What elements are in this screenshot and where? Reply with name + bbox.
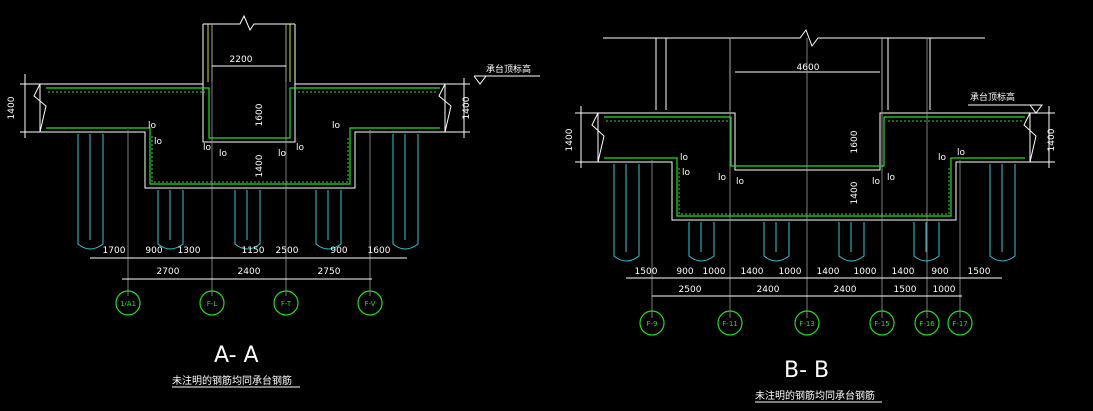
- section-b-dim1-1: 900: [676, 267, 693, 277]
- section-a-dim1-2: 1300: [178, 246, 201, 256]
- section-a-title: A- A: [214, 343, 259, 368]
- section-b-lo-3: lo: [718, 173, 727, 183]
- section-b-elevation-mark: [968, 104, 1043, 114]
- section-b-axis-4: F-16: [919, 320, 935, 328]
- section-b-vert-pit2: 1400: [850, 181, 860, 204]
- section-a-lo-4: lo: [219, 149, 228, 159]
- section-b-lo-7: lo: [938, 153, 947, 163]
- section-b-title: B- B: [784, 358, 829, 383]
- section-b-axis-bubbles: [639, 310, 973, 336]
- section-a-pilecap-outline: [20, 74, 470, 189]
- section-b-dim1-9: 1500: [968, 267, 991, 277]
- section-a-top-dim: 2200: [230, 55, 253, 65]
- section-a-column: [202, 14, 296, 84]
- section-b-pilecap-outline: [575, 71, 1055, 221]
- section-a-dim1-3: 1150: [242, 246, 265, 256]
- section-b-dim2-4: 1000: [933, 285, 956, 295]
- section-b-note: 未注明的钢筋均同承台钢筋: [755, 389, 875, 402]
- section-a-dim1-4: 2500: [276, 246, 299, 256]
- section-b-dim2-2: 2400: [834, 285, 857, 295]
- section-b-drawing: [575, 28, 1055, 336]
- section-b-vert-right: 1400: [1047, 128, 1057, 151]
- section-a-vert-pit2: 1400: [255, 154, 265, 177]
- section-b-dim1-3: 1400: [741, 267, 764, 277]
- section-b-lo-6: lo: [887, 173, 896, 183]
- section-b-dim2-1: 2400: [757, 285, 780, 295]
- section-b-dim1-5: 1400: [817, 267, 840, 277]
- section-a-elevation-mark: [473, 75, 540, 85]
- section-b-lo-5: lo: [872, 177, 881, 187]
- section-b-dim1-0: 1500: [635, 267, 658, 277]
- section-a-vert-pit1: 1600: [255, 103, 265, 126]
- section-a-vert-left: 1400: [7, 96, 17, 119]
- section-a-dim2-0: 2700: [157, 267, 180, 277]
- section-b-lo-1: lo: [680, 153, 689, 163]
- section-a-axis-bubbles: [115, 290, 383, 316]
- section-a-note: 未注明的钢筋均同承台钢筋: [172, 374, 292, 387]
- section-b-top-dim: 4600: [797, 63, 820, 73]
- section-a-vert-right: 1400: [462, 96, 472, 119]
- section-b-lo-8: lo: [957, 148, 966, 158]
- section-a-piles: [77, 134, 419, 250]
- section-a-gridlines: [127, 24, 371, 296]
- section-b-rebar: [604, 116, 1025, 217]
- section-b-dim2-3: 1500: [894, 285, 917, 295]
- section-b-axis-0: F-9: [646, 320, 657, 328]
- section-b-gridlines: [651, 38, 961, 318]
- section-b-dim1-2: 1000: [703, 267, 726, 277]
- section-b-vert-left: 1400: [565, 128, 575, 151]
- section-b-axis-1: F-11: [722, 320, 737, 328]
- section-a-axis-0: 1/A1: [120, 300, 136, 308]
- section-b-lo-4: lo: [736, 177, 745, 187]
- section-a-dim1-6: 1600: [368, 246, 391, 256]
- section-a-lo-7: lo: [332, 121, 341, 131]
- section-a-lo-3: lo: [203, 143, 212, 153]
- section-a-lo-2: lo: [154, 137, 163, 147]
- section-b-dim2-0: 2500: [679, 285, 702, 295]
- section-a-axis-3: F-V: [365, 300, 376, 308]
- section-a-dimension-lines: [90, 65, 407, 280]
- section-a-axis-2: F-T: [281, 300, 292, 308]
- section-b-piles: [613, 164, 1016, 262]
- section-a-dim2-1: 2400: [238, 267, 261, 277]
- section-a-dim1-0: 1700: [103, 246, 126, 256]
- section-a-dim1-5: 900: [330, 246, 347, 256]
- section-a-drawing: [20, 14, 540, 316]
- section-b-dimension-lines: [626, 277, 1002, 297]
- section-b-elev-label: 承台顶标高: [970, 91, 1015, 103]
- section-a-dim1-1: 900: [145, 246, 162, 256]
- section-b-lo-2: lo: [682, 168, 691, 178]
- section-b-dim1-8: 900: [931, 267, 948, 277]
- section-a-elev-label: 承台顶标高: [486, 63, 531, 75]
- section-a-lo-6: lo: [296, 143, 305, 153]
- section-a-axis-1: F-L: [207, 300, 218, 308]
- section-b-axis-5: F-17: [952, 320, 967, 328]
- section-b-dim1-6: 1000: [854, 267, 877, 277]
- section-a-rebar: [46, 87, 440, 185]
- section-a-dim2-2: 2750: [318, 267, 341, 277]
- section-b-dim1-4: 1000: [779, 267, 802, 277]
- section-b-dim1-7: 1400: [892, 267, 915, 277]
- section-b-vert-pit1: 1600: [850, 130, 860, 153]
- section-a-lo-1: lo: [148, 121, 157, 131]
- section-b-axis-3: F-15: [874, 320, 889, 328]
- section-b-column: [603, 28, 985, 110]
- section-a-lo-5: lo: [278, 149, 287, 159]
- section-b-axis-2: F-13: [799, 320, 814, 328]
